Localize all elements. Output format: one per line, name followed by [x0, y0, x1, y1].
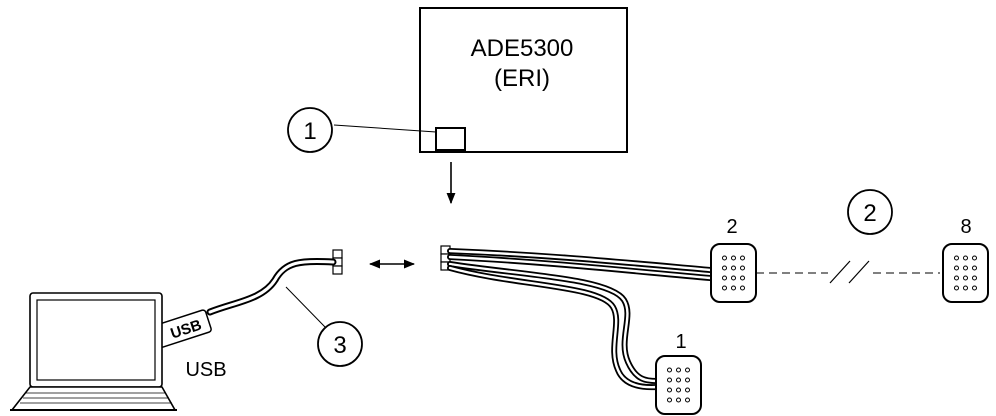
panel-1-keypad: [655, 355, 702, 415]
keypad-dot: [972, 285, 977, 291]
keypad-dot: [676, 377, 681, 383]
keypad-dot: [972, 255, 977, 261]
ade5300-device: ADE5300 (ERI): [419, 7, 628, 153]
panel-8-keypad: [942, 243, 989, 303]
device-subtitle: (ERI): [494, 65, 550, 92]
keypad-dot: [667, 367, 672, 373]
keypad-dot: [963, 265, 968, 271]
keypad-dot: [722, 265, 727, 271]
keypad-dot: [722, 275, 727, 281]
callout-1-leader: [333, 124, 437, 133]
callout-1-number: 1: [303, 118, 316, 145]
keypad-dots: [722, 255, 745, 291]
harness-cables: [447, 248, 713, 391]
keypad-dot: [963, 285, 968, 291]
callout-2-number: 2: [863, 200, 876, 227]
panel-8: 8: [942, 216, 989, 303]
callout-3: 3: [285, 286, 363, 367]
keypad-dot: [667, 377, 672, 383]
keypad-dot: [722, 255, 727, 261]
keypad-dot: [740, 255, 745, 261]
keypad-dot: [740, 265, 745, 271]
keypad-dot: [963, 275, 968, 281]
callout-1-circle: [287, 107, 333, 153]
keypad-dot: [972, 265, 977, 271]
panel-1: 1: [655, 331, 702, 415]
keypad-dot: [731, 285, 736, 291]
panel-8-label: 8: [960, 216, 971, 238]
keypad-dot: [954, 255, 959, 261]
keypad-dots: [667, 367, 690, 403]
keypad-dot: [722, 285, 727, 291]
keypad-dot: [685, 377, 690, 383]
callout-3-number: 3: [333, 332, 346, 359]
callout-3-circle: [317, 321, 363, 367]
keypad-dot: [667, 397, 672, 403]
panel-2-label: 2: [726, 216, 737, 238]
keypad-dot: [685, 367, 690, 373]
keypad-dots: [954, 255, 977, 291]
device-connector-port: [435, 127, 466, 151]
keypad-dot: [954, 265, 959, 271]
chain-link: [756, 260, 940, 284]
laptop-icon: [10, 292, 177, 411]
callout-1: 1: [287, 107, 437, 153]
keypad-dot: [685, 397, 690, 403]
panel-2: 2: [710, 216, 757, 303]
callout-3-leader: [285, 286, 327, 329]
keypad-dot: [731, 265, 736, 271]
panel-1-label: 1: [675, 331, 686, 353]
usb-cable: [206, 257, 337, 316]
keypad-dot: [685, 387, 690, 393]
keypad-dot: [667, 387, 672, 393]
panel-2-keypad: [710, 243, 757, 303]
usb-label: USB: [185, 359, 226, 381]
keypad-dot: [731, 275, 736, 281]
keypad-dot: [676, 397, 681, 403]
keypad-dot: [676, 387, 681, 393]
device-name: ADE5300: [471, 35, 574, 62]
callout-2-circle: [847, 189, 893, 235]
callout-2: 2: [847, 189, 893, 235]
keypad-dot: [740, 275, 745, 281]
keypad-dot: [954, 285, 959, 291]
keypad-dot: [963, 255, 968, 261]
keypad-dot: [972, 275, 977, 281]
keypad-dot: [740, 285, 745, 291]
keypad-dot: [676, 367, 681, 373]
keypad-dot: [731, 255, 736, 261]
keypad-dot: [954, 275, 959, 281]
